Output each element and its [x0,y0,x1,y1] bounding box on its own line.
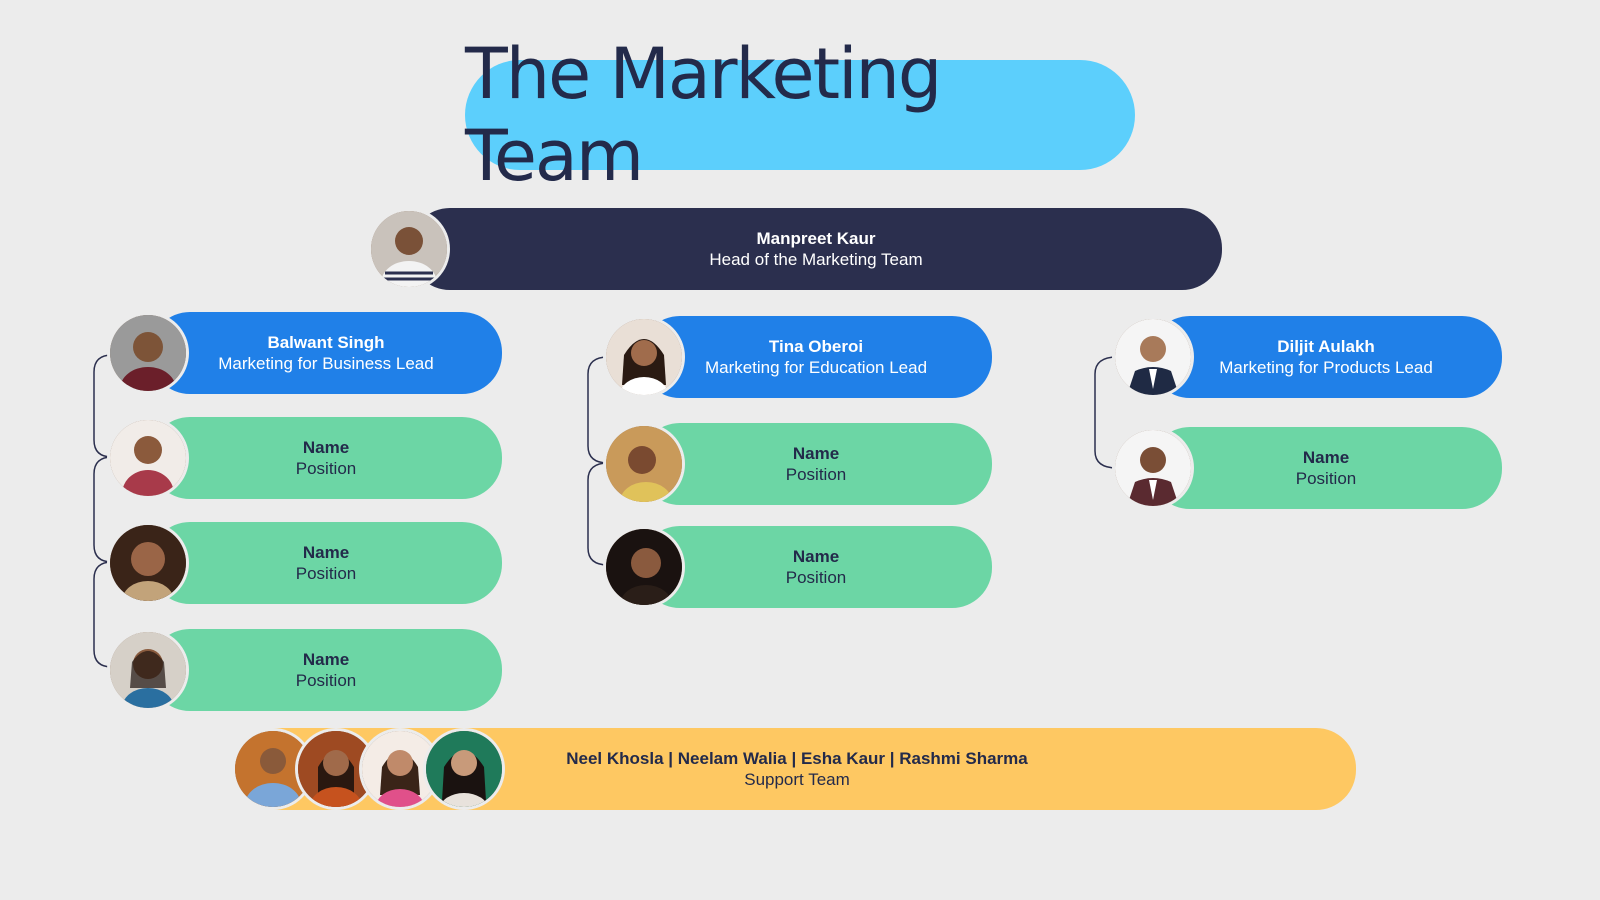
lead-name: Diljit Aulakh [1277,337,1375,356]
member-position: Position [1295,469,1357,488]
member-name: Name [302,543,350,562]
connector-line [93,456,113,563]
member-card: Name Position [150,522,502,604]
connector-line [93,354,113,458]
member-position: Position [785,568,847,587]
connector-line [587,356,609,464]
member-card: Name Position [640,423,992,505]
avatar [606,319,682,395]
avatar [110,632,186,708]
member-name: Name [1302,448,1350,467]
connector-line [1094,356,1118,469]
head-avatar [371,211,447,287]
avatar [1115,430,1191,506]
member-position: Position [295,459,357,478]
member-position: Position [785,465,847,484]
avatar [298,731,374,807]
member-card: Name Position [150,417,502,499]
support-position: Support Team [744,770,850,789]
connector-line [587,462,609,566]
avatar [426,731,502,807]
avatar [362,731,438,807]
avatar [606,426,682,502]
lead-position: Marketing for Business Lead [218,354,434,373]
head-name: Manpreet Kaur [756,229,876,248]
lead-position: Marketing for Products Lead [1219,358,1433,377]
avatar [110,420,186,496]
head-position: Head of the Marketing Team [709,250,923,269]
lead-position: Marketing for Education Lead [704,358,928,377]
lead-card-business: Balwant Singh Marketing for Business Lea… [150,312,502,394]
support-names: Neel Khosla | Neelam Walia | Esha Kaur |… [566,749,1028,768]
member-name: Name [792,444,840,463]
member-position: Position [295,564,357,583]
lead-card-products: Diljit Aulakh Marketing for Products Lea… [1150,316,1502,398]
avatar [606,529,682,605]
member-name: Name [792,547,840,566]
title-banner: The Marketing Team [465,33,1135,197]
lead-card-education: Tina Oberoi Marketing for Education Lead [640,316,992,398]
avatar [110,315,186,391]
avatar [1115,319,1191,395]
avatar [110,525,186,601]
member-name: Name [302,438,350,457]
member-name: Name [302,650,350,669]
page-title: The Marketing Team [465,33,942,197]
head-card: Manpreet Kaur Head of the Marketing Team [410,208,1222,290]
member-card: Name Position [1150,427,1502,509]
lead-name: Tina Oberoi [768,337,864,356]
connector-line [93,561,113,668]
member-position: Position [295,671,357,690]
lead-name: Balwant Singh [267,333,385,352]
member-card: Name Position [150,629,502,711]
member-card: Name Position [640,526,992,608]
